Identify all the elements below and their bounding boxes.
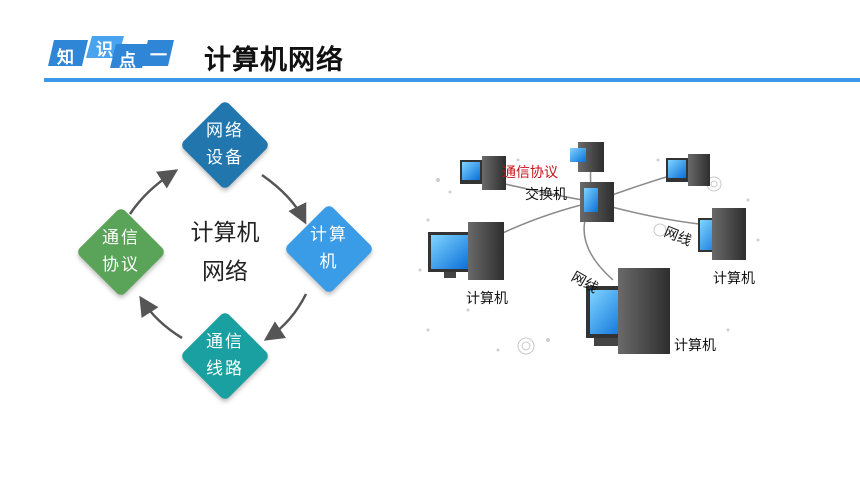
computer-top-center — [570, 142, 604, 172]
node-computer-label: 计算 机 — [284, 222, 374, 276]
node-right-line2: 机 — [319, 252, 339, 272]
badge-char-2: 识 — [96, 40, 113, 60]
node-communication-line-label: 通信 线路 — [180, 329, 270, 383]
arrow-bottom-to-left — [139, 295, 183, 340]
computer-left — [428, 222, 504, 280]
node-top-line2: 设备 — [206, 148, 244, 168]
node-left-line1: 通信 — [102, 228, 140, 248]
badge-char-1: 知 — [57, 48, 74, 68]
title-underline — [44, 78, 860, 82]
node-network-device-label: 网络 设备 — [180, 118, 270, 172]
node-communication-protocol-label: 通信 协议 — [76, 225, 166, 279]
network-illustration — [418, 142, 760, 355]
slide-header: 知 识 点 一 计算机网络 — [0, 0, 860, 84]
computer-top-left — [460, 156, 506, 190]
center-line2: 网络 — [202, 259, 248, 285]
knowledge-point-badge: 知 识 点 一 — [48, 36, 174, 71]
switch-computer — [580, 182, 614, 222]
badge-char-3: 点 — [119, 51, 136, 71]
computer-top-right — [666, 154, 710, 186]
label-computer-bottom: 计算机 — [674, 338, 716, 354]
center-line1: 计算机 — [190, 220, 260, 246]
label-computer-right: 计算机 — [713, 271, 755, 287]
speckle-background — [418, 158, 760, 352]
badge-char-4: 一 — [150, 46, 167, 66]
node-left-line2: 协议 — [102, 255, 140, 275]
page-title: 计算机网络 — [204, 45, 344, 76]
node-right-line1: 计算 — [310, 225, 348, 245]
arrow-left-to-top — [128, 169, 179, 215]
label-communication-protocol: 通信协议 — [502, 165, 558, 181]
cycle-center-label: 计算机 网络 — [170, 214, 280, 292]
computer-right — [698, 208, 746, 260]
node-top-line1: 网络 — [206, 121, 244, 141]
badge-shape — [48, 36, 174, 68]
arrow-top-to-right — [261, 173, 307, 225]
arrow-right-to-bottom — [263, 293, 308, 341]
label-switch: 交换机 — [525, 187, 567, 203]
computer-bottom — [586, 268, 670, 354]
node-bottom-line2: 线路 — [206, 359, 244, 379]
node-bottom-line1: 通信 — [206, 332, 244, 352]
label-computer-left: 计算机 — [466, 291, 508, 307]
